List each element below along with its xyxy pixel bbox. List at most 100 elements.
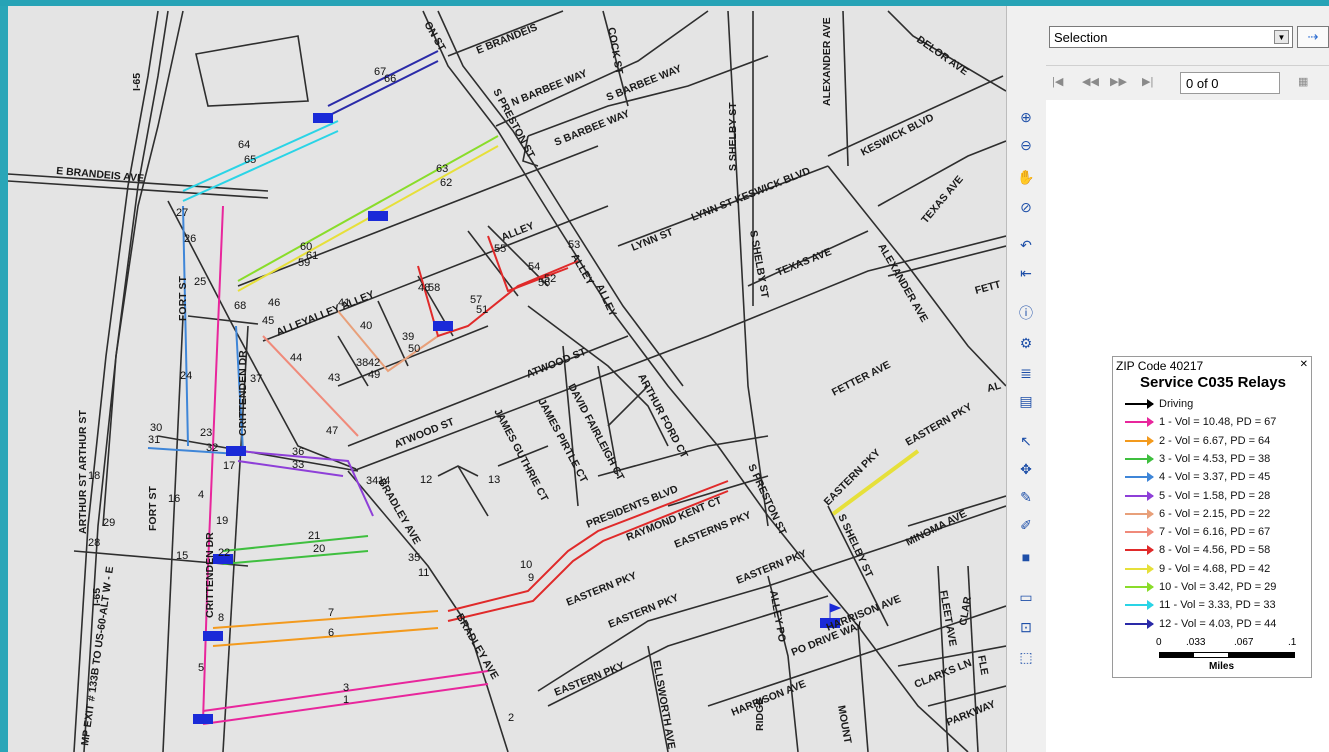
legend-label: 8 - Vol = 4.56, PD = 58 <box>1159 544 1271 557</box>
scale-unit: Miles <box>1209 661 1235 672</box>
stop-number: 68 <box>234 300 246 312</box>
truck-markers[interactable] <box>193 113 842 724</box>
close-icon[interactable]: ✕ <box>1299 359 1308 370</box>
street-label: FORT ST <box>177 276 189 321</box>
stop-number: 38 <box>356 357 368 369</box>
legend-swatch <box>1125 490 1154 501</box>
stop-number: 55 <box>494 243 506 255</box>
stop-number: 20 <box>313 543 325 555</box>
street-label: S BARBEE WAY <box>553 108 632 149</box>
stop-number: 19 <box>216 515 228 527</box>
print-icon[interactable]: ▤ <box>1019 392 1033 409</box>
legend-item: Driving <box>1125 397 1193 411</box>
scale-bar <box>1159 652 1295 658</box>
legend-label: 11 - Vol = 3.33, PD = 33 <box>1159 599 1276 612</box>
annotate-icon[interactable]: ✐ <box>1020 516 1032 533</box>
first-record-icon[interactable]: |◀ <box>1052 76 1064 88</box>
select-box-icon[interactable]: ⬚ <box>1019 648 1033 665</box>
street-label: MINOMA AVE <box>904 508 969 549</box>
legend-panel[interactable]: ZIP Code 40217 ✕ Service C035 Relays Dri… <box>1112 356 1312 678</box>
stop-number: 60 <box>300 241 312 253</box>
move-icon[interactable]: ✥ <box>1020 460 1032 477</box>
stop-number: 59 <box>298 257 310 269</box>
stop-number: 65 <box>244 154 256 166</box>
record-count: 0 of 0 <box>1180 72 1280 94</box>
stop-number: 53 <box>568 239 580 251</box>
zoom-in-icon[interactable]: ⊕ <box>1020 108 1032 125</box>
stop-number: 42 <box>368 357 380 369</box>
stop-number: 15 <box>176 550 188 562</box>
window-frame-top <box>0 0 1329 6</box>
info-icon[interactable]: ⓘ <box>1019 305 1033 321</box>
stop-number: 44 <box>290 352 302 364</box>
street-label: ATWOOD ST <box>393 416 457 451</box>
table-icon[interactable]: ▦ <box>1298 76 1309 88</box>
stop-number: 1 <box>343 694 349 706</box>
stop-number: 62 <box>440 177 452 189</box>
legend-title: Service C035 Relays <box>1140 374 1286 391</box>
street-label: EASTERN PKY <box>553 660 627 699</box>
arrow-right-icon: ⇢ <box>1307 29 1319 44</box>
street-label: ALLEY <box>500 220 536 244</box>
street-label: ALEXANDER AVE <box>821 17 833 106</box>
legend-item: 11 - Vol = 3.33, PD = 33 <box>1125 598 1276 612</box>
measure-icon[interactable]: ⊡ <box>1020 618 1032 635</box>
street-label: ALLEY <box>593 282 618 318</box>
street-label: EASTERN PKY <box>607 592 681 631</box>
layers-icon[interactable]: ≣ <box>1020 364 1032 381</box>
stop-number: 39 <box>402 331 414 343</box>
stop-number: 56 <box>538 277 550 289</box>
selection-go-button[interactable]: ⇢ <box>1297 26 1329 48</box>
globe-icon[interactable]: ⊘ <box>1020 198 1032 215</box>
stop-number: 17 <box>223 460 235 472</box>
legend-swatch <box>1125 399 1154 409</box>
legend-label: 10 - Vol = 3.42, PD = 29 <box>1159 581 1277 593</box>
stop-number: 13 <box>488 474 500 486</box>
selection-dropdown[interactable]: Selection ▼ <box>1049 26 1293 48</box>
legend-label: 6 - Vol = 2.15, PD = 22 <box>1159 507 1271 520</box>
chevron-down-icon[interactable]: ▼ <box>1274 30 1289 44</box>
zoom-out-icon[interactable]: ⊖ <box>1020 136 1032 153</box>
legend-zip: ZIP Code 40217 <box>1116 359 1204 373</box>
back-extent-icon[interactable]: ↶ <box>1020 236 1032 253</box>
stop-number: 49 <box>368 369 380 381</box>
legend-label: Driving <box>1159 398 1194 410</box>
stop-number: 27 <box>176 207 188 219</box>
street-label: RIDGE <box>754 698 766 731</box>
street-label: S SHELBY ST <box>835 512 875 580</box>
stop-number: 28 <box>88 537 100 549</box>
stop-number: 67 <box>374 66 386 78</box>
ruler-icon[interactable]: ▭ <box>1019 588 1033 605</box>
full-extent-icon[interactable]: ⇤ <box>1020 264 1032 281</box>
street-label: COCK ST <box>605 26 625 75</box>
map-toolbar: ⊕ ⊖ ✋ ⊘ ↶ ⇤ ⓘ ⚙ ≣ ▤ ↖ ✥ ✎ ✐ ■ ▭ ⊡ ⬚ <box>1006 6 1046 752</box>
legend-item: 7 - Vol = 6.16, PD = 67 <box>1125 525 1270 539</box>
street-label: LYNN ST KESWICK BLVD <box>690 165 813 224</box>
stop-number: 33 <box>292 459 304 471</box>
street-label: AL <box>986 380 1003 395</box>
street-label: CRITTENDEN DR <box>204 532 216 618</box>
street-label: ALEXANDER AVE <box>875 242 930 325</box>
stop-number: 34 <box>366 475 378 487</box>
edit-icon[interactable]: ✎ <box>1020 488 1032 505</box>
next-record-icon[interactable]: ▶▶ <box>1110 76 1127 88</box>
identify-icon[interactable]: ⚙ <box>1019 334 1033 351</box>
last-record-icon[interactable]: ▶| <box>1142 76 1154 88</box>
street-label: TEXAS AVE <box>775 246 834 279</box>
legend-swatch <box>1125 545 1154 556</box>
legend-swatch <box>1125 472 1154 483</box>
scale-tick: .1 <box>1288 637 1297 648</box>
record-nav: |◀ ◀◀ ▶▶ ▶| 0 of 0 ▦ <box>1046 66 1329 100</box>
select-arrow-icon[interactable]: ↖ <box>1020 432 1032 449</box>
stop-number: 40 <box>360 320 372 332</box>
stop-number: 41 <box>338 297 350 309</box>
pan-hand-icon[interactable]: ✋ <box>1017 168 1035 185</box>
prev-record-icon[interactable]: ◀◀ <box>1082 76 1099 88</box>
street-label: FLE <box>975 654 990 676</box>
fill-icon[interactable]: ■ <box>1021 549 1031 565</box>
street-label: EASTERN PKY <box>735 548 809 587</box>
stop-number: 14 <box>378 475 390 487</box>
